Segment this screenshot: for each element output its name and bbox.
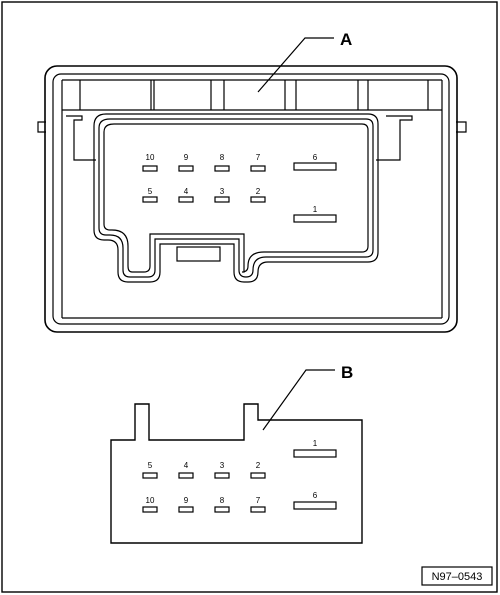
connector-a-pin-label: 6 bbox=[313, 153, 318, 162]
connector-a-coding-key bbox=[176, 246, 221, 262]
connector-b-pin-label: 5 bbox=[148, 461, 153, 470]
connector-a-pin-label: 2 bbox=[256, 187, 261, 196]
connector-a-housing bbox=[44, 65, 458, 333]
connector-a-pin-label: 3 bbox=[220, 187, 225, 196]
callout-b-label: B bbox=[341, 363, 353, 382]
connector-a-pin-label: 8 bbox=[220, 153, 225, 162]
connector-a-pins-top bbox=[142, 165, 266, 172]
connector-a-pin-label: 5 bbox=[148, 187, 153, 196]
connector-a-pin-wide-6 bbox=[293, 162, 337, 171]
connector-b-pin-wide-1 bbox=[293, 449, 337, 458]
connector-b-pin-label: 4 bbox=[184, 461, 189, 470]
connector-a-right-tab bbox=[456, 121, 467, 133]
connector-b-pin-label: 1 bbox=[313, 439, 318, 448]
connector-a-pin-label: 4 bbox=[184, 187, 189, 196]
connector-b-pin-label: 9 bbox=[184, 496, 189, 505]
connector-b: 5 4 3 2 10 9 8 7 1 6 B bbox=[110, 363, 363, 544]
callout-a-label: A bbox=[340, 30, 352, 49]
connector-a-latch-guide-left bbox=[66, 115, 96, 161]
connector-b-pin-label: 2 bbox=[256, 461, 261, 470]
connector-a-pins-bottom bbox=[142, 196, 266, 203]
connector-a-housing-inner bbox=[52, 73, 450, 325]
connector-b-pin-label: 6 bbox=[313, 491, 318, 500]
connector-b-housing bbox=[110, 403, 363, 544]
connector-a-pin-label: 10 bbox=[146, 153, 155, 162]
connector-b-pins-bottom bbox=[142, 506, 266, 513]
connector-a-pin-label: 1 bbox=[313, 205, 318, 214]
connector-a-pin-wide-1 bbox=[293, 214, 337, 223]
callout-b-leader bbox=[262, 369, 335, 431]
connector-b-pin-label: 8 bbox=[220, 496, 225, 505]
connector-a-insert-middle bbox=[98, 118, 374, 278]
connector-a-latch-guide-right bbox=[376, 115, 413, 161]
connector-a: 10 9 8 7 5 4 3 2 6 1 A bbox=[37, 30, 467, 333]
connector-b-pin-label: 3 bbox=[220, 461, 225, 470]
connector-a-pin-label: 9 bbox=[184, 153, 189, 162]
connector-b-pins-top bbox=[142, 472, 266, 479]
reference-code: N97–0543 bbox=[432, 571, 483, 583]
connector-a-left-tab bbox=[37, 121, 46, 133]
reference-code-box bbox=[421, 566, 493, 586]
callout-a-leader bbox=[257, 37, 334, 93]
connector-a-rib-dividers bbox=[79, 80, 429, 110]
connector-b-pin-wide-6 bbox=[293, 501, 337, 510]
connector-b-pin-label: 10 bbox=[146, 496, 155, 505]
connector-b-pin-label: 7 bbox=[256, 496, 261, 505]
connector-a-insert-outer bbox=[93, 113, 379, 283]
connector-a-insert-inner bbox=[103, 123, 369, 273]
connector-a-pin-label: 7 bbox=[256, 153, 261, 162]
